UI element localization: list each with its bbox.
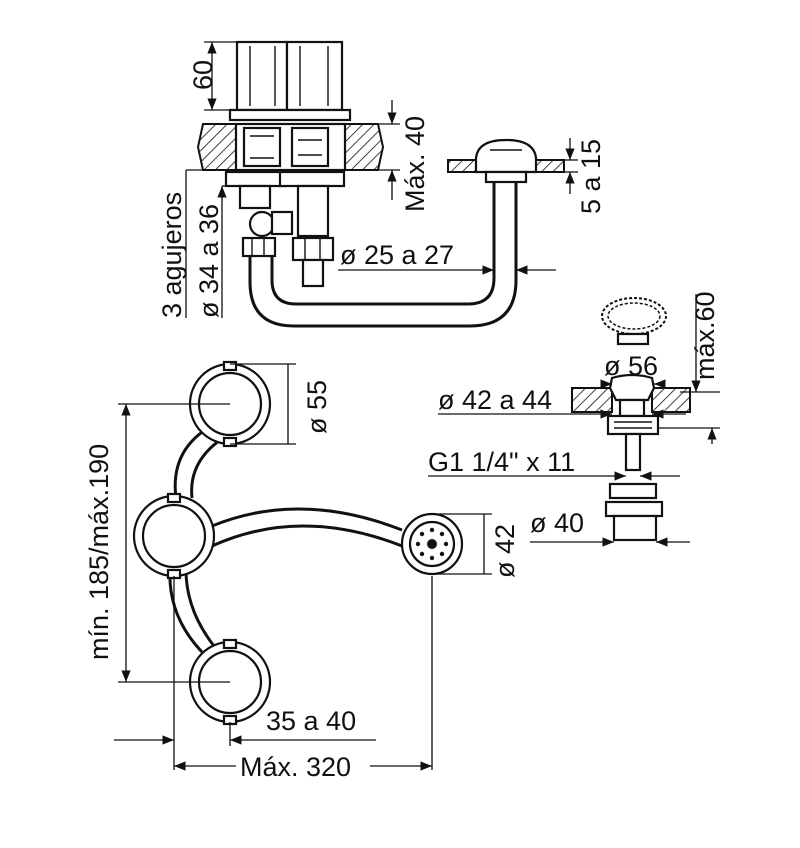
- label-max-320: Máx. 320: [240, 752, 351, 782]
- label-range-5-15: 5 a 15: [576, 139, 606, 214]
- dim-35-40: 35 a 40: [114, 576, 376, 770]
- drain-side: [447, 138, 565, 184]
- label-pipe-diameter: ø 25 a 27: [340, 240, 454, 270]
- countertop-section: [196, 122, 385, 172]
- handle-middle-plan: [132, 492, 216, 580]
- dim-pipe-diameter: ø 25 a 27: [338, 240, 556, 275]
- drain-detail: máx.60 ø 56 ø 42 a 44 G1 1/4" x 11 ø 40: [428, 291, 720, 547]
- spray-nozzle-plan: [400, 512, 464, 576]
- dim-40: ø 40: [530, 508, 690, 547]
- dim-185-190: mín. 185/máx.190: [84, 403, 230, 683]
- side-view: 60 Máx. 40 5 a 15 3 agujeros ø 34 a 36: [157, 40, 606, 328]
- label-diameter-40: ø 40: [530, 508, 584, 538]
- label-diameter-55: ø 55: [302, 380, 332, 434]
- drain-chain-cap: [601, 297, 667, 346]
- dim-max-320: Máx. 320: [174, 576, 433, 782]
- label-thread: G1 1/4" x 11: [428, 447, 575, 477]
- dim-5-15: 5 a 15: [564, 138, 606, 214]
- valve-handles: [228, 40, 352, 122]
- spout-pipe: [248, 182, 518, 328]
- label-diameter-42-44: ø 42 a 44: [438, 385, 552, 415]
- dim-max-60: máx.60: [658, 291, 720, 444]
- dim-55: ø 55: [230, 363, 332, 445]
- valve-body: [224, 170, 346, 288]
- label-holes: 3 agujeros: [157, 192, 187, 318]
- dim-thread: G1 1/4" x 11: [428, 447, 680, 481]
- dim-42-44: ø 42 a 44: [438, 385, 686, 419]
- label-height-60: 60: [188, 60, 218, 90]
- label-diameter-56: ø 56: [604, 351, 658, 381]
- dim-56: ø 56: [600, 351, 666, 389]
- label-max-40: Máx. 40: [400, 116, 430, 212]
- dim-max-40: Máx. 40: [378, 100, 430, 212]
- label-range-35-40: 35 a 40: [266, 706, 356, 736]
- label-max-60: máx.60: [690, 291, 720, 380]
- label-min-max-185-190: mín. 185/máx.190: [84, 444, 114, 660]
- plan-view: ø 55 ø 42 mín. 185/máx.190 35 a 40 Máx. …: [84, 360, 520, 782]
- dim-60: 60: [188, 41, 236, 111]
- dim-42-plan: ø 42: [432, 513, 520, 578]
- dim-holes: 3 agujeros ø 34 a 36: [157, 169, 240, 318]
- label-diameter-42: ø 42: [490, 524, 520, 578]
- label-hole-diameter: ø 34 a 36: [194, 204, 224, 318]
- drain-plug: [571, 373, 691, 542]
